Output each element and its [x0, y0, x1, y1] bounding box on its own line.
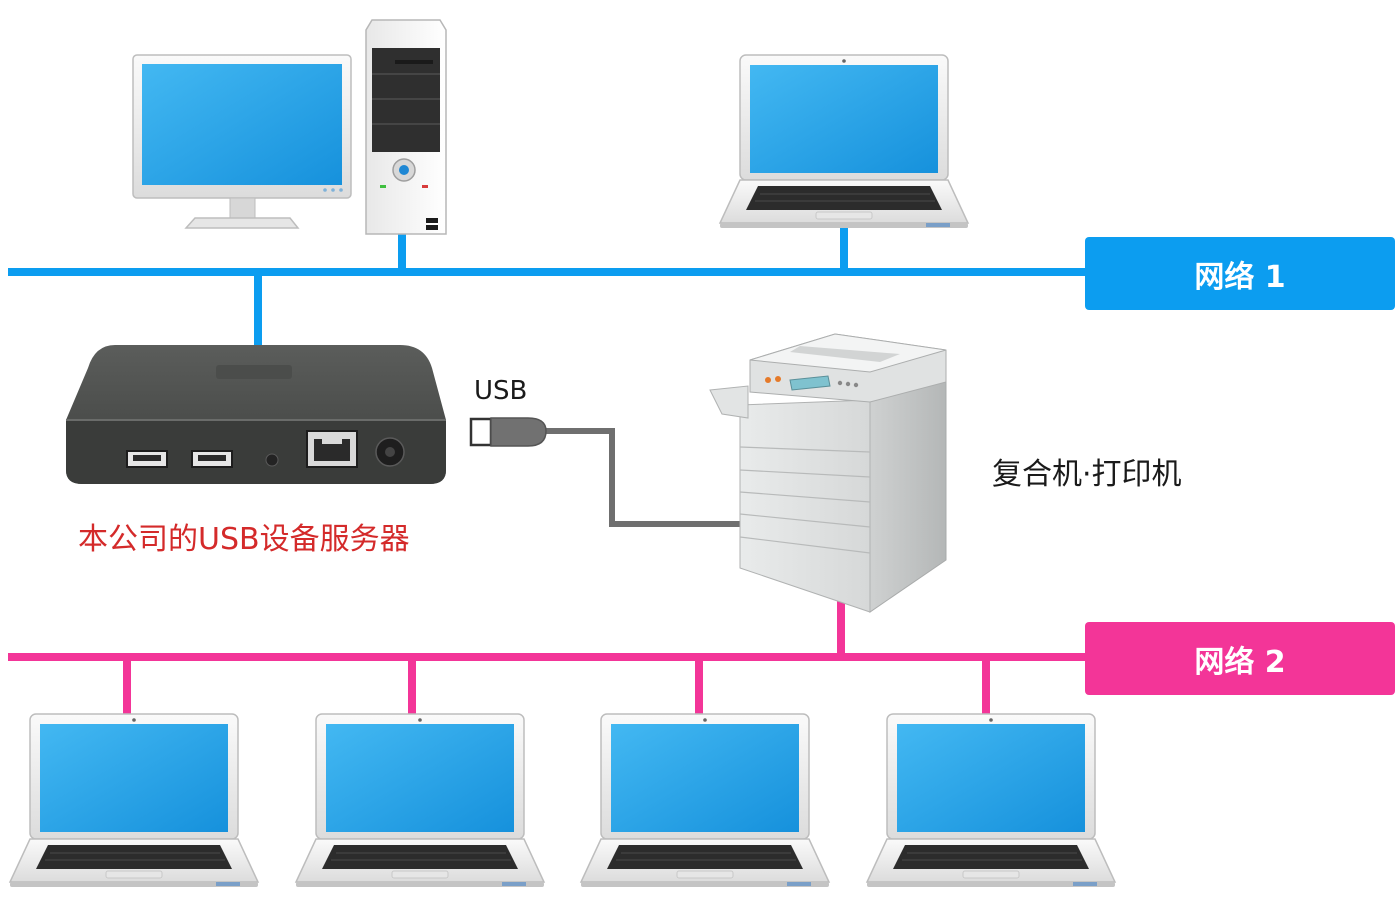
pc-tower-icon: [365, 19, 447, 235]
usb-plug-icon: [469, 417, 547, 447]
laptop-icon: [580, 713, 830, 888]
network2-lines: [8, 600, 1090, 716]
network1-badge: 网络 1: [1085, 237, 1395, 310]
usb-label: USB: [474, 376, 528, 406]
laptop-icon: [295, 713, 545, 888]
usb-device-server-label: 本公司的USB设备服务器: [78, 522, 410, 557]
laptop-icon: [866, 713, 1116, 888]
laptop-icon: [719, 54, 969, 229]
printer-label: 复合机·打印机: [992, 457, 1182, 492]
usb-device-server-icon: [66, 345, 446, 484]
network2-badge: 网络 2: [1085, 622, 1395, 695]
network1-lines: [8, 226, 1090, 345]
desktop-monitor-icon: [132, 54, 352, 229]
usb-cable: [469, 417, 742, 527]
network2-label: 网络 2: [1194, 644, 1286, 680]
laptop-icon: [9, 713, 259, 888]
network1-label: 网络 1: [1194, 259, 1286, 295]
multifunction-printer-icon: [709, 333, 947, 613]
